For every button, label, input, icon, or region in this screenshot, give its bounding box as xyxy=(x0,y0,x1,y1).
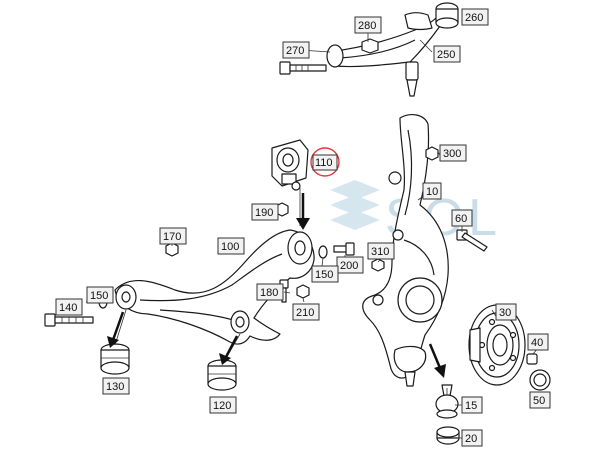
label-40: 40 xyxy=(527,333,549,351)
label-10: 10 xyxy=(422,182,442,200)
label-50: 50 xyxy=(529,391,551,409)
label-270: 270 xyxy=(282,41,310,59)
svg-text:15: 15 xyxy=(465,400,477,412)
svg-text:110: 110 xyxy=(315,157,333,169)
nut-20 xyxy=(436,426,460,445)
label-200: 200 xyxy=(336,256,364,274)
label-250: 250 xyxy=(433,45,461,63)
svg-text:150: 150 xyxy=(90,290,108,302)
steering-knuckle-10 xyxy=(362,114,449,387)
cap-50 xyxy=(529,369,551,391)
svg-text:50: 50 xyxy=(533,395,545,407)
assembly-arrows xyxy=(107,193,446,378)
label-190: 190 xyxy=(251,203,279,221)
highlight-ring xyxy=(310,147,340,177)
label-260: 260 xyxy=(461,8,489,26)
svg-text:140: 140 xyxy=(59,302,77,314)
svg-text:270: 270 xyxy=(286,45,304,57)
nut-280 xyxy=(361,38,379,54)
bolt-60 xyxy=(456,229,488,252)
bolt-40 xyxy=(526,353,538,365)
svg-text:40: 40 xyxy=(531,337,543,349)
label-110: 110 xyxy=(310,147,340,177)
label-310: 310 xyxy=(367,242,395,260)
svg-text:130: 130 xyxy=(106,381,124,393)
label-170: 170 xyxy=(159,227,187,245)
bolt-310 xyxy=(371,258,385,272)
svg-text:20: 20 xyxy=(465,433,477,445)
ball-joint-15 xyxy=(435,384,459,419)
label-150-right: 150 xyxy=(311,265,339,283)
svg-text:170: 170 xyxy=(163,231,181,243)
label-100: 100 xyxy=(217,237,245,255)
svg-text:180: 180 xyxy=(260,287,278,299)
svg-text:300: 300 xyxy=(443,148,461,160)
bushing-110 xyxy=(271,139,309,191)
label-30: 30 xyxy=(495,303,517,321)
label-210: 210 xyxy=(292,303,320,321)
svg-text:30: 30 xyxy=(499,307,511,319)
upper-control-arm-250 xyxy=(326,12,441,97)
washer-150-right xyxy=(318,245,328,259)
label-60: 60 xyxy=(451,209,473,227)
part-labels: 260 280 270 250 300 110 10 190 60 170 10… xyxy=(55,8,551,447)
svg-text:280: 280 xyxy=(358,20,376,32)
bushing-130 xyxy=(100,343,130,375)
bushing-120 xyxy=(207,359,237,391)
svg-text:210: 210 xyxy=(296,307,314,319)
svg-text:10: 10 xyxy=(426,186,438,198)
svg-text:190: 190 xyxy=(255,207,273,219)
svg-text:310: 310 xyxy=(371,246,389,258)
nut-210 xyxy=(296,284,310,299)
lower-control-arm-100 xyxy=(114,229,315,345)
svg-text:260: 260 xyxy=(465,12,483,24)
label-20: 20 xyxy=(461,429,483,447)
bolt-200 xyxy=(333,242,355,256)
label-150-left: 150 xyxy=(86,286,114,304)
svg-text:250: 250 xyxy=(437,49,455,61)
svg-text:150: 150 xyxy=(315,269,333,281)
label-300: 300 xyxy=(439,144,467,162)
nut-300 xyxy=(425,146,439,161)
label-130: 130 xyxy=(102,377,130,395)
svg-text:60: 60 xyxy=(455,213,467,225)
label-180: 180 xyxy=(256,283,284,301)
label-140: 140 xyxy=(55,298,83,316)
bushing-260 xyxy=(435,2,459,29)
bolt-140 xyxy=(44,313,94,327)
svg-text:100: 100 xyxy=(221,241,239,253)
wheel-hub-30 xyxy=(468,304,526,386)
svg-text:120: 120 xyxy=(213,400,231,412)
bolt-270 xyxy=(279,61,327,75)
label-280: 280 xyxy=(354,16,382,34)
label-120: 120 xyxy=(209,396,237,414)
svg-text:200: 200 xyxy=(340,260,358,272)
label-15: 15 xyxy=(461,396,483,414)
